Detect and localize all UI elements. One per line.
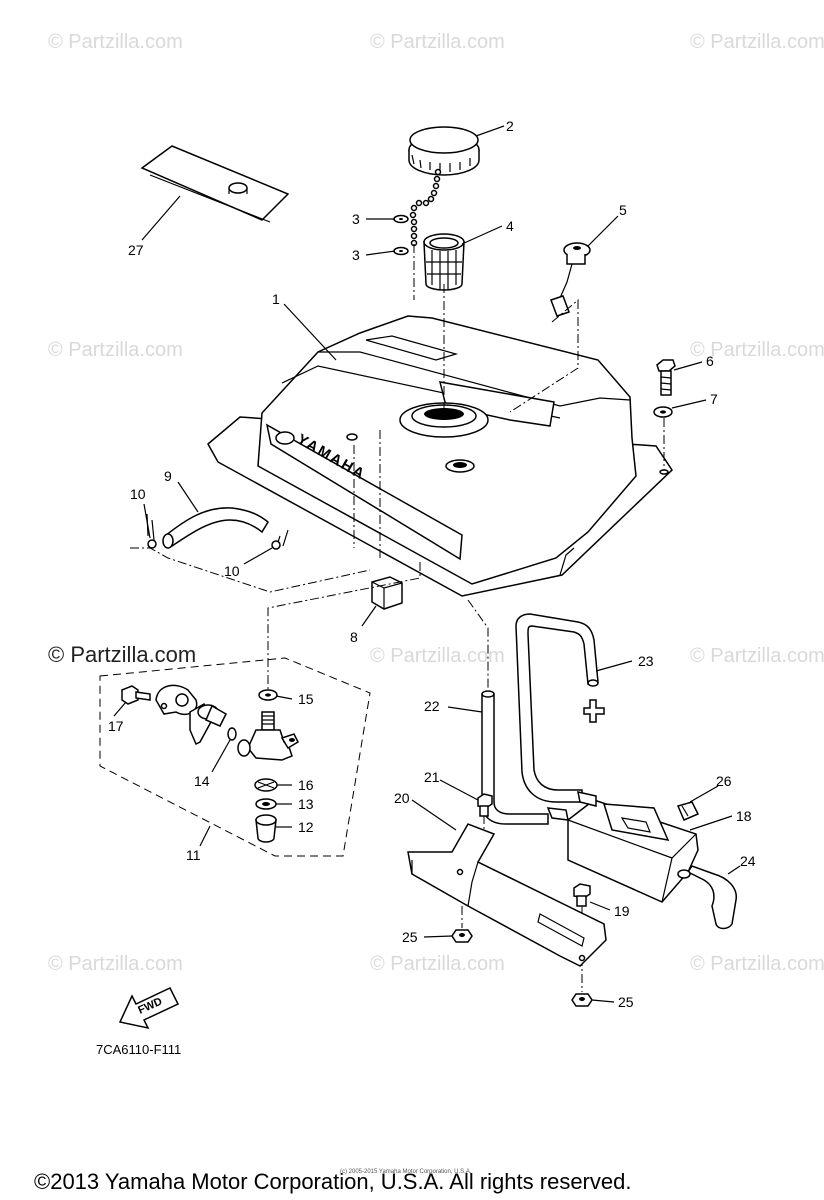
watermark: © Partzilla.com	[690, 31, 824, 53]
callout-25: 25	[402, 929, 418, 945]
callout-6: 6	[706, 353, 714, 369]
callout-8: 8	[350, 629, 358, 645]
cock-body[interactable]	[237, 711, 299, 761]
part-14-o-ring[interactable]	[227, 727, 237, 741]
part-10-clip-right[interactable]	[271, 529, 289, 550]
callout-14: 14	[194, 773, 210, 789]
part-11-fuel-cock-assembly[interactable]	[99, 657, 371, 857]
callout-13: 13	[298, 796, 314, 812]
part-5-fuel-gauge[interactable]	[550, 242, 591, 317]
copyright-notice: ©2013 Yamaha Motor Corporation, U.S.A. A…	[34, 1169, 631, 1194]
part-25-nut-left[interactable]	[451, 929, 473, 943]
part-27-pad[interactable]	[140, 145, 290, 223]
callout-3: 3	[352, 247, 360, 263]
callout-26: 26	[716, 773, 732, 789]
part-25-nut-right[interactable]	[571, 993, 593, 1007]
watermark: © Partzilla.com	[690, 953, 824, 975]
watermark: © Partzilla.com	[690, 645, 824, 667]
part-3-ring-lower[interactable]	[393, 246, 409, 256]
watermark-strong: © Partzilla.com	[48, 642, 196, 667]
watermark: © Partzilla.com	[370, 31, 505, 53]
callout-24: 24	[740, 853, 756, 869]
part-1-fuel-tank[interactable]: YAMAHA	[207, 315, 673, 597]
callout-23: 23	[638, 653, 654, 669]
callout-17: 17	[108, 718, 124, 734]
part-4-strainer[interactable]	[423, 233, 465, 291]
callout-10: 10	[224, 563, 240, 579]
part-8-damper[interactable]	[371, 576, 403, 610]
watermark: © Partzilla.com	[370, 953, 505, 975]
part-3-ring-upper[interactable]	[393, 214, 409, 224]
callout-15: 15	[298, 691, 314, 707]
callout-10: 10	[130, 486, 146, 502]
callout-16: 16	[298, 777, 314, 793]
callout-9: 9	[164, 468, 172, 484]
cap-chain	[409, 168, 442, 247]
watermark: © Partzilla.com	[370, 645, 505, 667]
callout-19: 19	[614, 903, 630, 919]
cock-gasket[interactable]	[155, 684, 198, 716]
callout-leaders	[113, 125, 741, 1003]
diagram-code: 7CA6110-F111	[96, 1042, 181, 1057]
callout-7: 7	[710, 391, 718, 407]
callout-1: 1	[272, 291, 280, 307]
part-19-bolt[interactable]	[573, 883, 591, 907]
part-12-cup[interactable]	[255, 814, 277, 843]
assembly-centerlines	[130, 244, 665, 992]
watermark: © Partzilla.com	[48, 339, 183, 361]
part-6-bolt[interactable]	[656, 359, 676, 396]
part-9-hose[interactable]	[162, 507, 269, 549]
part-2-filler-cap[interactable]	[408, 126, 480, 176]
callout-4: 4	[506, 218, 514, 234]
part-26-clip[interactable]	[676, 801, 700, 821]
fwd-arrow-icon: FWD	[118, 987, 180, 1030]
part-16-screen[interactable]	[254, 778, 278, 792]
cock-lever[interactable]	[189, 702, 227, 746]
callout-21: 21	[424, 769, 440, 785]
callout-22: 22	[424, 698, 440, 714]
callout-numbers: 2 3 3 4 5 1 6 7 27 9 10 10 8 17 14 15 16…	[108, 118, 756, 1010]
watermark: © Partzilla.com	[48, 31, 183, 53]
watermark: © Partzilla.com	[48, 953, 183, 975]
callout-18: 18	[736, 808, 752, 824]
callout-5: 5	[619, 202, 627, 218]
part-18-canister[interactable]	[546, 791, 699, 903]
part-7-washer[interactable]	[653, 406, 673, 418]
callout-20: 20	[394, 790, 410, 806]
part-13-o-ring[interactable]	[255, 798, 277, 810]
callout-2: 2	[506, 118, 514, 134]
part-17-screw[interactable]	[121, 685, 151, 705]
callout-27: 27	[128, 242, 144, 258]
part-23-hose[interactable]	[515, 613, 605, 803]
part-24-hose[interactable]	[677, 865, 737, 930]
part-15-washer[interactable]	[258, 689, 278, 701]
part-20-bracket[interactable]	[407, 823, 607, 967]
part-21-bolt[interactable]	[477, 793, 493, 817]
part-10-clip-left[interactable]	[146, 513, 157, 549]
callout-11: 11	[186, 847, 201, 863]
watermarks: © Partzilla.com © Partzilla.com © Partzi…	[48, 31, 824, 975]
callout-3: 3	[352, 211, 360, 227]
watermark: © Partzilla.com	[690, 339, 824, 361]
callout-12: 12	[298, 819, 314, 835]
callout-25: 25	[618, 994, 634, 1010]
fine-print: (c) 2005-2015 Yamaha Motor Corporation, …	[340, 1169, 472, 1175]
